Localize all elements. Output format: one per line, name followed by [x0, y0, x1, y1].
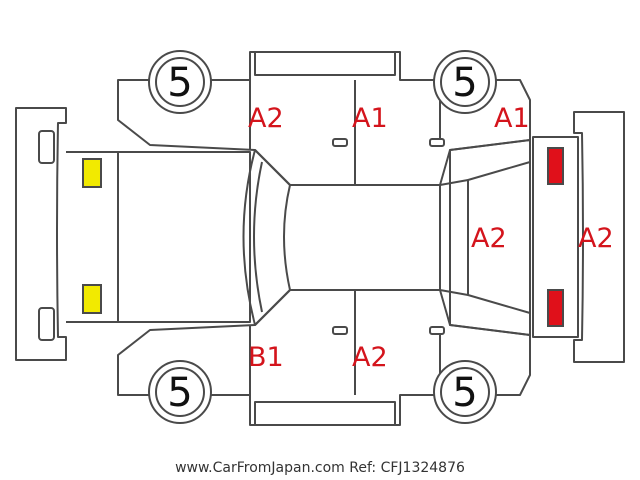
source-reference-text: www.CarFromJapan.com Ref: CFJ1324876: [175, 460, 465, 476]
rear-panel: [532, 136, 579, 338]
rear-left-light: [547, 147, 564, 185]
damage-code-left-rear-door: A1: [352, 103, 388, 134]
tire-rear-left-label: 5: [452, 60, 477, 106]
tire-front-left: 5: [148, 50, 212, 114]
front-bumper: [15, 107, 67, 361]
left-side-panel: [117, 51, 531, 186]
tire-rear-right-label: 5: [452, 370, 477, 416]
front-right-light: [82, 284, 102, 314]
right-side-panel: [117, 289, 531, 426]
tire-front-right-label: 5: [167, 370, 192, 416]
damage-code-left-rear-quarter: A1: [494, 103, 530, 134]
roof: [242, 139, 531, 336]
damage-code-right-front-sill: B1: [248, 342, 284, 373]
damage-code-right-rear-door: A2: [352, 342, 388, 373]
damage-code-front-left-fender: A2: [248, 103, 284, 134]
rear-right-light: [547, 289, 564, 327]
front-left-light: [82, 158, 102, 188]
tire-front-right: 5: [148, 360, 212, 424]
damage-code-rear-bumper: A2: [578, 223, 614, 254]
rear-bumper: [573, 111, 625, 363]
hood: [66, 151, 251, 323]
tire-front-left-label: 5: [167, 60, 192, 106]
tire-rear-right: 5: [433, 360, 497, 424]
damage-code-rear-window: A2: [471, 223, 507, 254]
tire-rear-left: 5: [433, 50, 497, 114]
